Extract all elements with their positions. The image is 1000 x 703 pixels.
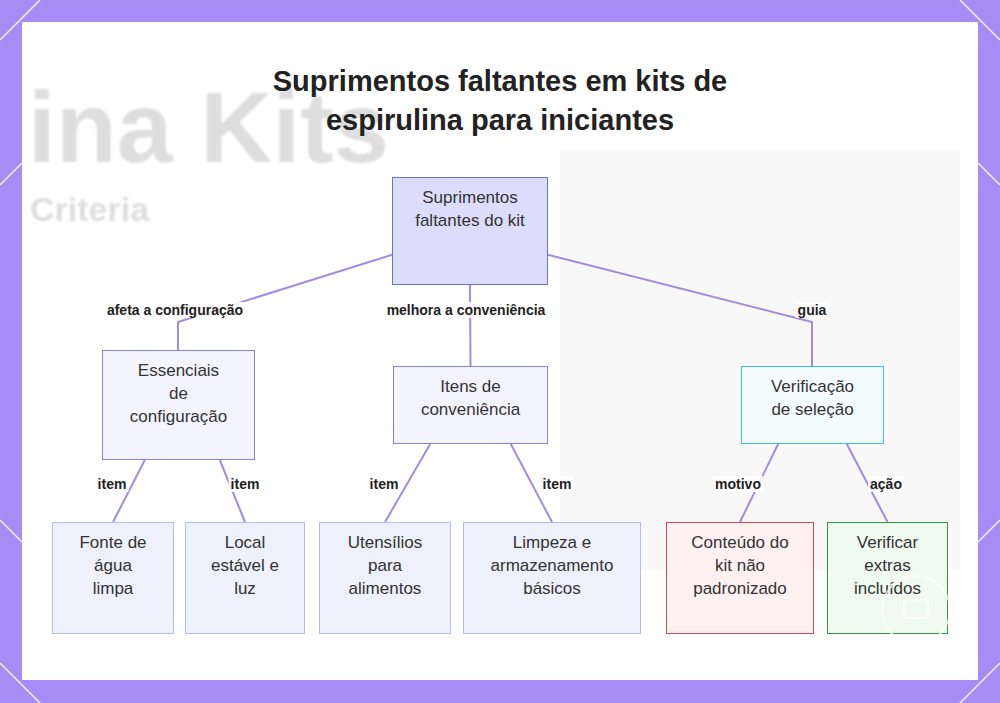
item-box: Utensílios para alimentos bbox=[319, 522, 451, 634]
node-text: Local estável e luz bbox=[207, 531, 283, 600]
node-text: Limpeza e armazenamento básicos bbox=[488, 531, 616, 600]
root-box: Suprimentos faltantes do kit bbox=[392, 177, 548, 285]
node-text: Verificação de seleção bbox=[761, 375, 865, 421]
action-box: Verificar extras incluídos bbox=[827, 522, 948, 634]
edge-label: melhora a conveniência bbox=[385, 302, 548, 318]
node-text: Fonte de água limpa bbox=[73, 531, 153, 600]
diagram-title: Suprimentos faltantes em kits de espirul… bbox=[230, 62, 770, 140]
logo-badge bbox=[882, 576, 950, 644]
check-box: Verificação de seleção bbox=[741, 366, 884, 444]
node-text: Essenciais de configuração bbox=[127, 359, 231, 428]
item-box: Local estável e luz bbox=[185, 522, 305, 634]
category-box: Essenciais de configuração bbox=[102, 350, 255, 460]
edge-label: ação bbox=[868, 476, 904, 492]
blurred-photo bbox=[560, 150, 960, 570]
node-text: Itens de conveniência bbox=[412, 375, 530, 421]
edge-label: item bbox=[541, 476, 574, 492]
node-text: Suprimentos faltantes do kit bbox=[414, 186, 526, 232]
panel bbox=[22, 22, 978, 680]
item-box: Fonte de água limpa bbox=[52, 522, 174, 634]
connector-line bbox=[548, 255, 812, 366]
edge-label: item bbox=[368, 476, 401, 492]
connector-line bbox=[469, 285, 472, 366]
node-text: Verificar extras incluídos bbox=[845, 531, 931, 600]
reason-box: Conteúdo do kit não padronizado bbox=[666, 522, 814, 634]
watermark-text: Criteria bbox=[30, 190, 149, 229]
edge-label: motivo bbox=[713, 476, 763, 492]
edge-label: guia bbox=[796, 302, 829, 318]
edge-label: afeta a configuração bbox=[105, 302, 245, 318]
edge-label: item bbox=[229, 476, 262, 492]
item-box: Limpeza e armazenamento básicos bbox=[463, 522, 641, 634]
category-box: Itens de conveniência bbox=[393, 366, 548, 444]
node-text: Utensílios para alimentos bbox=[339, 531, 431, 600]
node-text: Conteúdo do kit não padronizado bbox=[690, 531, 790, 600]
edge-label: item bbox=[96, 476, 129, 492]
